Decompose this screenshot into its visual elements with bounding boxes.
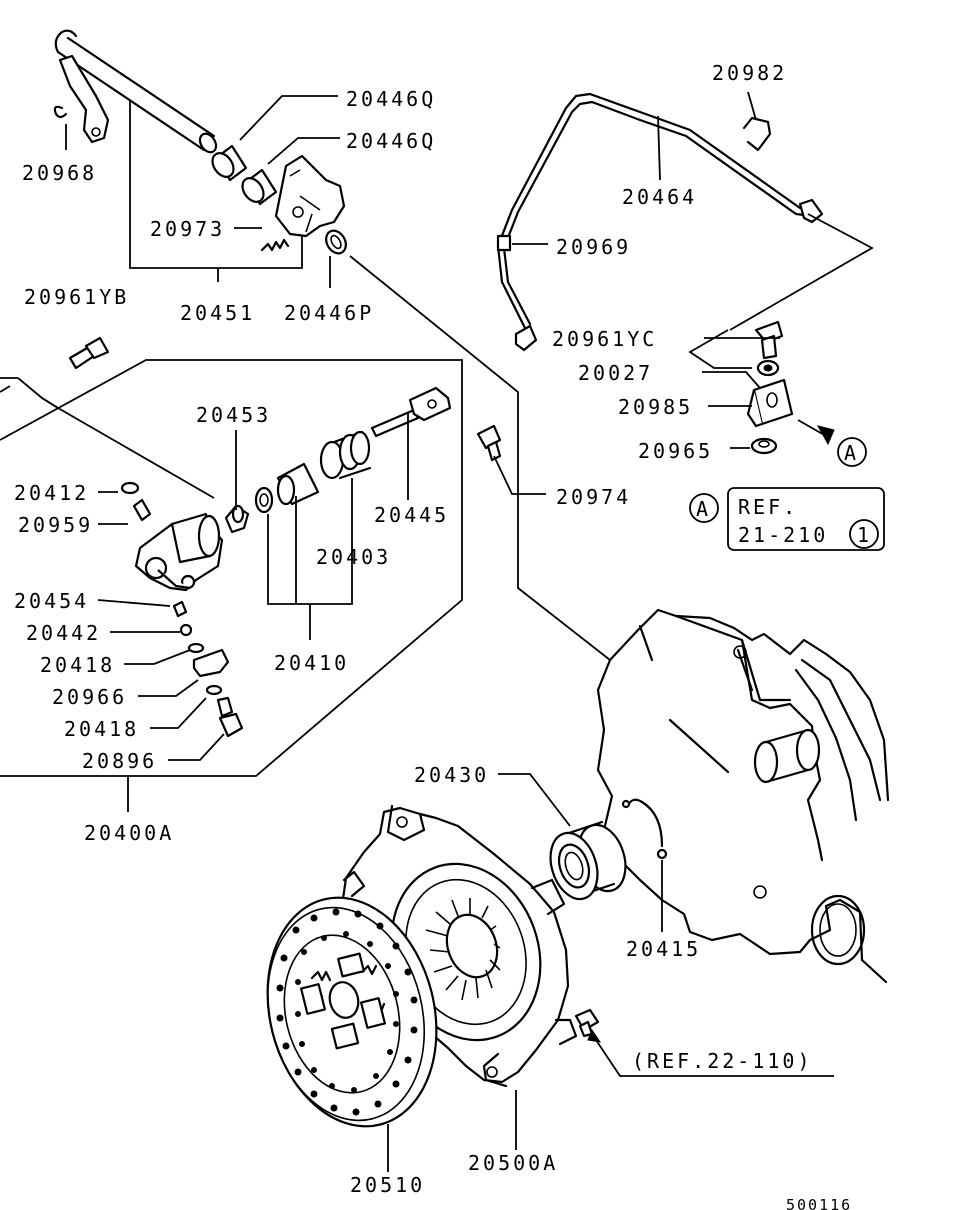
callout-letter: A [844,441,856,465]
bolt-20974 [476,424,546,495]
clutch-shaft-assembly [53,29,347,255]
release-fork [274,154,346,238]
part-labels: 20968 20446Q 20446Q 20973 20451 20446P 2… [14,61,852,1210]
label-20969: 20969 [556,235,631,259]
label-20966: 20966 [52,685,127,709]
cylinder-body [134,512,224,592]
transmission-housing [596,608,890,984]
label-20418-b: 20418 [64,717,139,741]
label-20453: 20453 [196,403,271,427]
label-20965: 20965 [638,439,713,463]
boot-20403 [319,430,372,480]
ref-box: REF. 21-210 1 [727,487,885,551]
label-20961yb: 20961YB [24,285,129,309]
label-20454: 20454 [14,589,89,613]
label-20451: 20451 [180,301,255,325]
label-20403: 20403 [316,545,391,569]
label-20430: 20430 [414,763,489,787]
ref-box-circle-num: 1 [857,523,869,547]
callout-letter-box: A [696,497,708,521]
label-20510: 20510 [350,1173,425,1197]
leader-lines-top-left [65,95,611,661]
ref-box-line1: REF. [738,495,798,519]
bracket-group [702,320,835,455]
release-bearing [498,773,627,901]
bolt-20961yb [68,336,110,370]
callout-a: A A [689,437,867,523]
release-cylinder-group [0,336,463,812]
label-20446p: 20446P [284,301,374,325]
label-20968: 20968 [22,161,97,185]
label-20896: 20896 [82,749,157,773]
bushing-upper [211,144,248,182]
label-20982: 20982 [712,61,787,85]
label-20442: 20442 [26,621,101,645]
clutch-pipe-assembly [496,91,874,369]
label-20446q-a: 20446Q [346,87,436,111]
diagram-id: 500116 [786,1196,852,1210]
label-20410: 20410 [274,651,349,675]
label-20418-a: 20418 [40,653,115,677]
label-20415: 20415 [626,937,701,961]
ref-box-line2: 21-210 [738,523,828,547]
label-20445: 20445 [374,503,449,527]
label-20464: 20464 [622,185,697,209]
clutch-disc [266,896,438,1172]
label-20027: 20027 [578,361,653,385]
label-ref-22-110: (REF.22-110) [632,1049,813,1073]
label-20974: 20974 [556,485,631,509]
bolt-ref-22-110 [574,1008,834,1077]
bushing-lower [241,168,278,206]
push-rod-20445 [370,386,452,438]
label-20400a: 20400A [84,821,174,845]
label-20412: 20412 [14,481,89,505]
label-20959: 20959 [18,513,93,537]
label-20961yc: 20961YC [552,327,657,351]
label-20985: 20985 [618,395,693,419]
label-20500a: 20500A [468,1151,558,1175]
label-20973: 20973 [150,217,225,241]
label-20446q-b: 20446Q [346,129,436,153]
